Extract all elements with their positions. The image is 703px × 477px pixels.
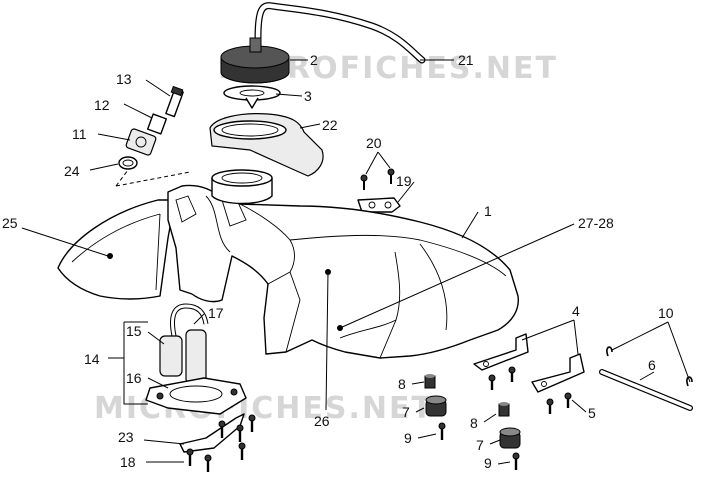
callout-17: 17	[208, 305, 224, 321]
tap-dashed-guide	[115, 169, 191, 187]
rod-6	[599, 369, 693, 411]
callout-20: 20	[366, 135, 382, 151]
callout-5: 5	[588, 405, 596, 421]
callout-4: 4	[572, 303, 580, 319]
dot-25	[107, 253, 113, 259]
bolt-13	[165, 85, 184, 118]
filler-boot	[209, 113, 324, 177]
callout-8-left: 8	[398, 376, 406, 392]
callout-7-left: 7	[402, 404, 410, 420]
fuel-tank-1	[167, 184, 519, 359]
callout-15: 15	[126, 323, 142, 339]
callout-13: 13	[116, 71, 132, 87]
pump-flange-16	[145, 377, 247, 415]
dot-2728	[337, 325, 343, 331]
spacer-12	[146, 113, 168, 135]
bolts-5	[488, 366, 572, 414]
callout-9-left: 9	[404, 430, 412, 446]
leader-lines	[21, 59, 691, 465]
group-bracket-14	[123, 321, 148, 405]
callout-1: 1	[484, 203, 492, 219]
callout-26: 26	[314, 413, 330, 429]
mount-left	[424, 374, 447, 440]
pump-filter-17	[185, 329, 207, 385]
callout-8-right: 8	[470, 415, 478, 431]
callout-18: 18	[120, 454, 136, 470]
callout-24: 24	[64, 163, 80, 179]
bracket-19	[357, 197, 401, 213]
callout-21: 21	[458, 52, 474, 68]
callout-27-28: 27-28	[578, 215, 614, 231]
callout-23: 23	[118, 429, 134, 445]
callout-7-right: 7	[476, 437, 484, 453]
brackets-4	[473, 333, 585, 393]
filler-neck	[211, 169, 273, 205]
callout-6: 6	[648, 357, 656, 373]
callout-25: 25	[2, 215, 18, 231]
callout-19: 19	[396, 173, 412, 189]
callout-2: 2	[310, 52, 318, 68]
callout-9-right: 9	[484, 455, 492, 471]
callout-12: 12	[94, 97, 110, 113]
callout-22: 22	[322, 117, 338, 133]
callout-10: 10	[658, 305, 674, 321]
callout-3: 3	[304, 88, 312, 104]
fuel-pump-assembly	[145, 303, 247, 415]
side-panel-25	[57, 199, 176, 300]
cap-gasket	[223, 85, 281, 109]
callout-11: 11	[72, 126, 87, 142]
fuel-cap	[220, 37, 290, 84]
dot-26	[325, 269, 331, 275]
pump-15	[159, 335, 183, 377]
callout-16: 16	[126, 370, 142, 386]
o-ring-24	[118, 156, 138, 170]
tap-body-11	[125, 128, 157, 156]
callout-14: 14	[84, 351, 100, 367]
mount-right	[498, 402, 521, 470]
watermark-bottom: MICROFICHES.NET	[94, 391, 434, 426]
bolts-18	[186, 414, 256, 472]
screws-20	[360, 168, 395, 190]
